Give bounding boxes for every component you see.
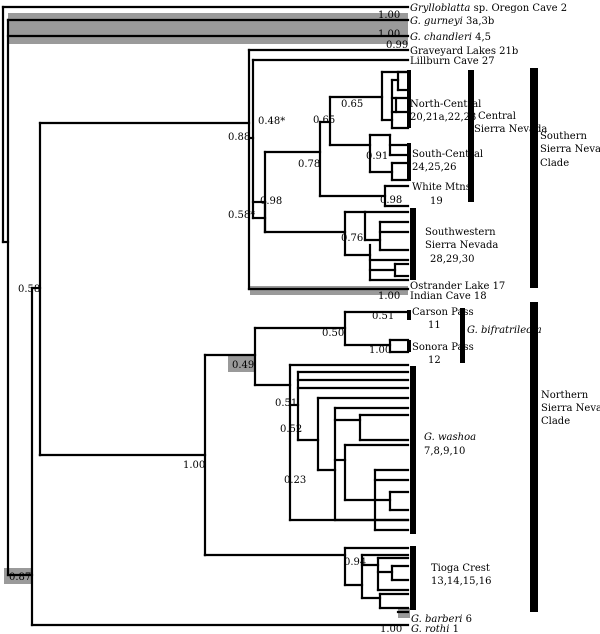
support-051a: 0.51 <box>372 311 394 322</box>
bar-sonora <box>407 340 411 352</box>
support-098a: 0.98 <box>260 196 282 207</box>
tip-tioga-crest: Tioga Crest <box>431 563 490 574</box>
bar-southwestern <box>410 208 416 280</box>
bar-carson <box>407 310 411 320</box>
support-099: 0.99 <box>386 40 408 51</box>
support-052: 0.52 <box>280 424 302 435</box>
group-bifratrilecta: G. bifratrilecta <box>467 325 542 336</box>
tip-carson-pass: Carson Pass <box>412 307 474 318</box>
tip-white-mtns: White Mtns. <box>412 182 474 193</box>
bar-tioga <box>410 546 416 610</box>
highlight-049 <box>228 355 256 372</box>
tip-ostrander-lake: Ostrander Lake 17 <box>410 281 505 292</box>
support-023: 0.23 <box>284 475 306 486</box>
bar-washoa <box>410 366 416 534</box>
support-094: 0.94 <box>344 557 366 568</box>
group-southern-clade: Clade <box>540 158 569 169</box>
tip-sonora-num: 12 <box>428 355 441 366</box>
support-087: 0.87 <box>9 572 31 583</box>
highlight-indian-cave <box>250 286 408 295</box>
bar-southern-clade <box>530 68 538 288</box>
group-northern: Northern <box>541 390 589 401</box>
tip-rothi: G. rothi 1 <box>411 624 459 634</box>
tip-washoa: G. washoa <box>424 432 476 443</box>
support-indian-cave: 1.00 <box>378 291 400 302</box>
support-gurneyi: 1.00 <box>378 10 400 21</box>
tip-washoa-nums: 7,8,9,10 <box>424 446 465 457</box>
bar-bifratrilecta <box>460 308 465 363</box>
group-southern-sn: Sierra Nevada <box>540 144 600 155</box>
support-051b: 0.51 <box>275 398 297 409</box>
support-076: 0.76 <box>341 233 363 244</box>
group-northern-sn: Sierra Nevada <box>541 403 600 414</box>
tip-chandleri: G. chandleri 4,5 <box>410 32 491 43</box>
bar-central-sierra <box>468 70 474 202</box>
tip-white-mtns-num: 19 <box>430 196 443 207</box>
tip-tioga-nums: 13,14,15,16 <box>431 576 491 587</box>
support-048: 0.48* <box>258 116 285 127</box>
tip-bars <box>407 68 538 612</box>
bar-south-central <box>407 143 411 181</box>
support-088: 0.88 <box>228 132 250 143</box>
support-rothi: 1.00 <box>380 624 402 634</box>
support-050: 0.50 <box>322 328 344 339</box>
tip-southwestern-nums: 28,29,30 <box>430 254 475 265</box>
tip-lillburn-cave: Lillburn Cave 27 <box>410 56 495 67</box>
tip-barberi: G. barberi 6 <box>411 614 472 625</box>
support-north-100: 1.00 <box>183 460 205 471</box>
support-065b: 0.65 <box>313 115 335 126</box>
bar-northern-clade <box>530 302 538 612</box>
group-southern: Southern <box>540 131 587 142</box>
tip-southwestern-sn: Sierra Nevada <box>425 240 498 251</box>
tree-branches <box>1 5 410 627</box>
tip-carson-num: 11 <box>428 320 441 331</box>
support-chandleri: 1.00 <box>378 29 400 40</box>
tip-grylloblatta: Grylloblatta sp. Oregon Cave 2 <box>410 3 567 14</box>
support-078: 0.78 <box>298 159 320 170</box>
tip-south-central-nums: 24,25,26 <box>412 162 457 173</box>
bar-north-central <box>407 70 411 128</box>
support-058: 0.58 <box>18 284 40 295</box>
tip-sonora-pass: Sonora Pass <box>412 342 474 353</box>
support-049: 0.49 <box>232 360 254 371</box>
support-058star: 0.58* <box>228 210 255 221</box>
tip-labels: Grylloblatta sp. Oregon Cave 2 G. gurney… <box>410 3 567 634</box>
support-sonora: 1.00 <box>369 345 391 356</box>
tip-indian-cave: Indian Cave 18 <box>410 291 487 302</box>
support-091: 0.91 <box>366 151 388 162</box>
tip-gurneyi: G. gurneyi 3a,3b <box>410 16 494 27</box>
group-central: Central <box>478 111 516 122</box>
tip-north-central-nums: 20,21a,22,23 <box>410 112 476 123</box>
tip-north-central: North-Central <box>410 99 481 110</box>
tip-south-central: South-Central <box>412 149 483 160</box>
tip-graveyard-lakes: Graveyard Lakes 21b <box>410 46 518 57</box>
support-values: 1.00 1.00 0.99 0.88 0.48* 0.65 0.65 0.78… <box>9 10 408 634</box>
tip-southwestern: Southwestern <box>425 227 496 238</box>
group-labels: Central Sierra Nevada Southern Sierra Ne… <box>467 111 600 427</box>
group-northern-clade: Clade <box>541 416 570 427</box>
support-098b: 0.98 <box>380 195 402 206</box>
group-central-sn: Sierra Nevada <box>474 124 547 135</box>
support-065a: 0.65 <box>341 99 363 110</box>
